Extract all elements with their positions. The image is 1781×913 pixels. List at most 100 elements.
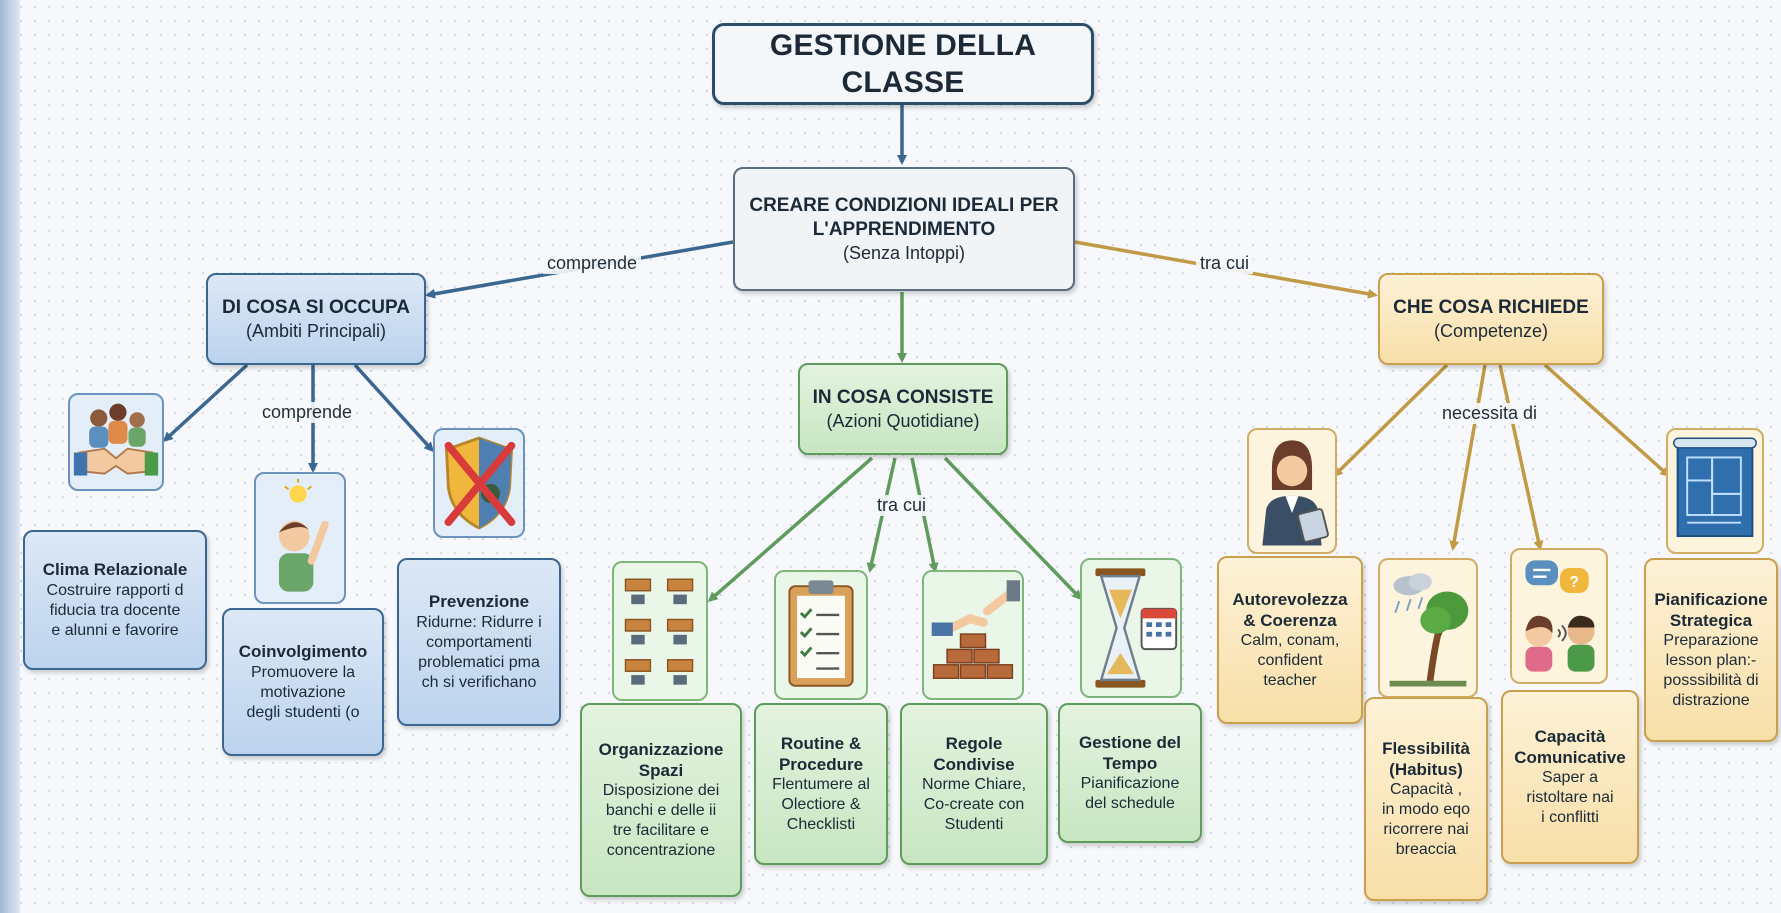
leaf-gestione-tempo: Gestione del Tempo Pianificazione del sc… xyxy=(1058,703,1202,843)
middle-branch-title: IN COSA CONSISTE xyxy=(812,386,994,408)
link-right-comm xyxy=(1498,364,1544,551)
prev-title: Prevenzione xyxy=(428,592,530,612)
auto-text-2: confident xyxy=(1257,652,1323,670)
left-branch-title: DI COSA SI OCCUPA xyxy=(222,296,410,318)
fless-text-3: ricorrere nai xyxy=(1383,821,1469,839)
link-right-auto xyxy=(1332,363,1449,478)
conversation-icon: ? xyxy=(1510,548,1608,684)
coinv-title: Coinvolgimento xyxy=(238,642,368,662)
coinv-text-1: Promuovere la xyxy=(250,663,356,681)
routine-text-2: Olectiore & xyxy=(781,796,861,814)
pian-text-3: posssibilità di xyxy=(1663,672,1759,690)
svg-text:?: ? xyxy=(1570,574,1579,591)
shield-prevention-icon xyxy=(433,428,525,538)
org-text-2: banchi e delle ii xyxy=(605,802,717,820)
page-title: GESTIONE DELLA CLASSE xyxy=(712,23,1094,105)
desks-layout-icon xyxy=(612,561,708,701)
auto-text-3: teacher xyxy=(1263,672,1317,690)
link-left-clima xyxy=(162,363,249,443)
pian-title-2: Strategica xyxy=(1669,611,1753,630)
left-edge-gradient xyxy=(0,0,20,913)
right-branch-node: CHE COSA RICHIEDE (Competenze) xyxy=(1378,273,1604,365)
leaf-regole-condivise: Regole Condivise Norme Chiare, Co-create… xyxy=(900,703,1048,865)
label-tra-cui-right: tra cui xyxy=(1196,253,1254,274)
routine-title-2: Procedure xyxy=(778,755,864,774)
leaf-pianificazione-strategica: Pianificazione Strategica Preparazione l… xyxy=(1644,558,1778,742)
building-bricks-icon xyxy=(922,570,1024,700)
left-branch-node: DI COSA SI OCCUPA (Ambiti Principali) xyxy=(206,273,426,365)
teacher-icon xyxy=(1247,428,1337,554)
clipboard-checklist-icon xyxy=(774,570,868,700)
comm-text-1: Saper a xyxy=(1541,769,1599,787)
leaf-coinvolgimento: Coinvolgimento Promuovere la motivazione… xyxy=(222,608,384,756)
tempo-text-1: Pianificazione xyxy=(1080,775,1180,793)
pian-text-4: distrazione xyxy=(1672,692,1750,710)
tempo-title-2: Tempo xyxy=(1102,754,1158,773)
link-left-prev xyxy=(353,363,435,453)
prev-text-2: comportamenti xyxy=(426,633,532,651)
central-line1: CREARE CONDIZIONI IDEALI PER xyxy=(749,195,1059,216)
label-necessita-di: necessita di xyxy=(1438,403,1542,424)
fless-title-2: (Habitus) xyxy=(1389,760,1463,779)
comm-title-1: Capacità xyxy=(1534,726,1606,746)
label-comprende-sub: comprende xyxy=(258,402,357,423)
routine-title-1: Routine & xyxy=(780,733,862,753)
fless-text-1: Capacità , xyxy=(1389,781,1463,799)
clima-text-2: fiducia tra docente xyxy=(49,601,181,619)
routine-text-1: Flentumere al xyxy=(772,776,870,794)
comm-text-2: ristoltare nai xyxy=(1526,789,1614,807)
link-right-pian xyxy=(1543,363,1671,477)
bending-tree-icon xyxy=(1378,558,1478,698)
org-text-4: concentrazione xyxy=(606,842,716,860)
link-right-fless xyxy=(1449,364,1487,551)
regole-text-2: Co-create con xyxy=(923,796,1025,814)
leaf-capacita-comunicative: Capacità Comunicative Saper a ristoltare… xyxy=(1501,690,1639,864)
central-line2: L'APPRENDIMENTO xyxy=(812,218,996,240)
comm-text-3: i conflitti xyxy=(1541,809,1599,827)
leaf-flessibilita: Flessibilità (Habitus) Capacità , in mod… xyxy=(1364,697,1488,901)
fless-title-1: Flessibilità xyxy=(1382,738,1470,758)
prev-text-4: ch si verifichano xyxy=(421,673,537,691)
student-raising-hand-icon xyxy=(254,472,346,604)
regole-title-1: Regole xyxy=(945,733,1003,753)
comm-title-2: Comunicative xyxy=(1514,748,1626,767)
auto-text-1: Calm, conam, xyxy=(1240,632,1340,650)
prev-text-1: Ridurne: Ridurre i xyxy=(416,613,542,631)
auto-title-2: & Coerenza xyxy=(1243,611,1337,630)
leaf-organizzazione-spazi: Organizzazione Spazi Disposizione dei ba… xyxy=(580,703,742,897)
coinv-text-2: motivazione xyxy=(260,683,346,701)
org-text-3: tre facilitare e xyxy=(612,822,710,840)
tempo-title-1: Gestione del xyxy=(1078,732,1182,752)
blueprint-plan-icon xyxy=(1666,428,1764,554)
left-branch-sub: (Ambiti Principali) xyxy=(245,320,387,341)
page-title-text: GESTIONE DELLA CLASSE xyxy=(769,28,1037,100)
leaf-prevenzione: Prevenzione Ridurne: Ridurre i comportam… xyxy=(397,558,561,726)
routine-text-3: Checklisti xyxy=(786,816,856,834)
link-mid-tempo xyxy=(943,456,1083,601)
fless-text-2: in modo eqo xyxy=(1381,801,1471,819)
leaf-routine-procedure: Routine & Procedure Flentumere al Olecti… xyxy=(754,703,888,865)
regole-text-3: Studenti xyxy=(944,816,1004,834)
label-tra-cui-sub: tra cui xyxy=(873,495,931,516)
fless-text-4: breaccia xyxy=(1395,841,1457,859)
central-node: CREARE CONDIZIONI IDEALI PER L'APPRENDIM… xyxy=(733,167,1075,291)
org-title-2: Spazi xyxy=(638,761,684,780)
regole-title-2: Condivise xyxy=(933,755,1015,774)
pian-text-1: Preparazione xyxy=(1663,632,1759,650)
tempo-text-2: del schedule xyxy=(1085,795,1175,813)
middle-branch-node: IN COSA CONSISTE (Azioni Quotidiane) xyxy=(798,363,1008,455)
central-sub: (Senza Intoppi) xyxy=(842,242,966,263)
pian-text-2: lesson plan:- xyxy=(1665,652,1757,670)
leaf-autorevolezza: Autorevolezza & Coerenza Calm, conam, co… xyxy=(1217,556,1363,724)
pian-title-1: Pianificazione xyxy=(1654,589,1768,609)
right-branch-sub: (Competenze) xyxy=(1433,320,1549,341)
auto-title-1: Autorevolezza xyxy=(1232,589,1348,609)
clima-title: Clima Relazionale xyxy=(42,560,188,580)
middle-branch-sub: (Azioni Quotidiane) xyxy=(826,410,980,431)
label-comprende-left: comprende xyxy=(543,253,642,274)
org-title-1: Organizzazione xyxy=(598,739,724,759)
coinv-text-3: degli studenti (o xyxy=(246,703,360,721)
leaf-clima-relazionale: Clima Relazionale Costruire rapporti d f… xyxy=(23,530,207,670)
hourglass-calendar-icon xyxy=(1080,558,1182,698)
right-branch-title: CHE COSA RICHIEDE xyxy=(1393,296,1589,318)
